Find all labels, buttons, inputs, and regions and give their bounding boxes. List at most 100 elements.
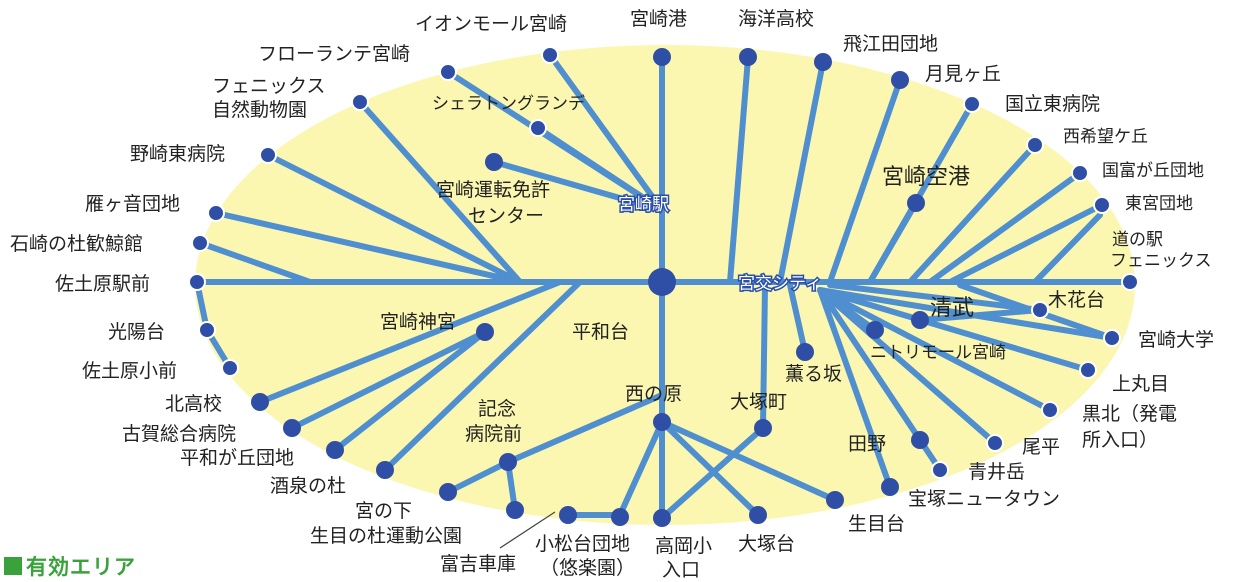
leader-line <box>499 511 556 549</box>
stop-marker <box>749 506 767 524</box>
label-miyazaki-port: 宮崎港 <box>630 8 687 30</box>
stop-marker <box>476 323 494 341</box>
label-michinoeki-2: フェニックス <box>1110 251 1212 271</box>
label-obira: 尾平 <box>1022 436 1060 458</box>
label-takaoka-2: 入口 <box>662 559 700 581</box>
stop-marker <box>963 95 981 113</box>
label-heiwagaoka: 平和が丘団地 <box>180 447 294 469</box>
stop-marker <box>499 453 517 471</box>
stop-marker <box>796 343 814 361</box>
stop-marker <box>866 321 884 339</box>
stop-marker <box>351 93 369 111</box>
label-miyanoshita: 宮の下 <box>355 500 412 522</box>
stop-marker <box>611 508 629 526</box>
stop-marker <box>506 501 524 519</box>
label-hiedata: 飛江田団地 <box>843 33 938 55</box>
stop-marker <box>907 194 925 212</box>
label-phoenix-zoo-1: フェニックス <box>212 75 325 97</box>
stop-marker <box>485 153 503 171</box>
label-kaoruzaka: 薫る坂 <box>785 363 842 385</box>
hub-label-miyako-city: 宮交シティ <box>738 274 822 294</box>
label-nitori: ニトリモール宮崎 <box>870 343 1006 363</box>
stop-marker <box>326 441 344 459</box>
stop-marker <box>198 321 216 339</box>
label-mokkadai: 木花台 <box>1048 289 1105 311</box>
stop-marker <box>188 273 206 291</box>
legend-swatch <box>4 557 22 575</box>
stop-marker <box>1093 196 1111 214</box>
label-kinen-2: 病院前 <box>465 423 522 445</box>
label-kiyotake: 清武 <box>930 296 974 321</box>
hub-label-miyazaki-station: 宮崎駅 <box>618 195 669 215</box>
label-kurokita-2: 所入口） <box>1082 429 1158 451</box>
stop-marker <box>541 46 559 64</box>
label-nozaki-higashi: 野崎東病院 <box>130 143 225 165</box>
label-aeon-mall: イオンモール宮崎 <box>415 13 567 35</box>
label-ishizaki: 石崎の杜歓鯨館 <box>10 233 143 255</box>
label-phoenix-zoo-2: 自然動物園 <box>212 99 307 121</box>
stop-marker <box>739 48 757 66</box>
label-kinen-1: 記念 <box>478 397 516 420</box>
stop-marker <box>653 48 671 66</box>
stop-marker <box>439 63 457 81</box>
stop-marker <box>251 393 269 411</box>
stop-marker <box>529 119 547 137</box>
route-lines <box>194 52 1133 521</box>
label-kunitomigaoka: 国富が丘団地 <box>1102 161 1204 181</box>
label-koyodai: 光陽台 <box>108 321 165 343</box>
label-kokuritsu-higashi: 国立東病院 <box>1005 93 1100 115</box>
stop-marker <box>1071 164 1089 182</box>
label-sadowara-es: 佐土原小前 <box>82 360 177 382</box>
label-michinoeki-1: 道の駅 <box>1112 230 1163 250</box>
label-komatsudai-2: （悠楽園） <box>540 557 635 579</box>
label-license-1: 宮崎運転免許 <box>436 179 550 201</box>
label-nishinohara: 西の原 <box>625 383 682 405</box>
label-ikime-park: 生目の杜運動公園 <box>310 525 462 547</box>
stop-marker <box>754 419 772 437</box>
miyazaki-station-hub <box>648 268 676 296</box>
stop-marker <box>559 506 577 524</box>
stop-marker <box>911 431 929 449</box>
stop-marker <box>221 359 239 377</box>
label-sheraton: シェラトングランデ <box>432 93 585 114</box>
label-nishikibogaoka: 西希望ケ丘 <box>1063 127 1148 147</box>
label-ikimedai: 生目台 <box>848 513 905 535</box>
label-komatsudai-1: 小松台団地 <box>535 533 630 555</box>
label-miyazaki-airport: 宮崎空港 <box>882 165 970 190</box>
label-otsukadai: 大塚台 <box>738 533 795 555</box>
label-tano: 田野 <box>848 433 886 455</box>
stop-marker <box>376 461 394 479</box>
stop-marker <box>191 234 209 252</box>
label-hozuka-nt: 宝塚ニュータウン <box>908 488 1060 510</box>
label-higashimiya: 東宮団地 <box>1125 194 1193 214</box>
label-tomiyoshi: 富吉車庫 <box>440 553 516 575</box>
label-kitakoko: 北高校 <box>165 393 222 415</box>
stop-marker <box>1103 329 1121 347</box>
label-miyazaki-univ: 宮崎大学 <box>1138 329 1214 351</box>
label-takaoka-1: 高岡小 <box>655 535 712 557</box>
label-aoidake: 青井岳 <box>968 461 1025 483</box>
stop-marker <box>881 478 899 496</box>
label-karigane: 雁ヶ音団地 <box>85 193 180 215</box>
stop-marker <box>891 71 909 89</box>
stop-labels: イオンモール宮崎 宮崎港 海洋高校 飛江田団地 月見ヶ丘 国立東病院 西希望ケ丘… <box>10 8 1214 581</box>
label-kamimarume: 上丸目 <box>1112 373 1169 395</box>
stop-marker <box>283 419 301 437</box>
label-kurokita-1: 黒北（発電 <box>1082 403 1177 425</box>
stop-marker <box>653 413 671 431</box>
label-heiwadai: 平和台 <box>572 321 629 343</box>
stop-marker <box>1121 273 1139 291</box>
label-tsukimigaoka: 月見ヶ丘 <box>925 63 1001 85</box>
stop-marker <box>1041 401 1059 419</box>
legend-label: 有効エリア <box>26 555 136 579</box>
stop-marker <box>1026 136 1044 154</box>
stop-marker <box>207 204 225 222</box>
label-miyazaki-jingu: 宮崎神宮 <box>380 311 456 333</box>
label-otsukamachi: 大塚町 <box>730 391 787 413</box>
legend: 有効エリア <box>4 551 136 581</box>
stop-marker <box>1079 361 1097 379</box>
stop-marker <box>931 461 949 479</box>
label-koga: 古賀総合病院 <box>122 423 236 445</box>
label-sakaizumi: 酒泉の杜 <box>270 475 346 497</box>
